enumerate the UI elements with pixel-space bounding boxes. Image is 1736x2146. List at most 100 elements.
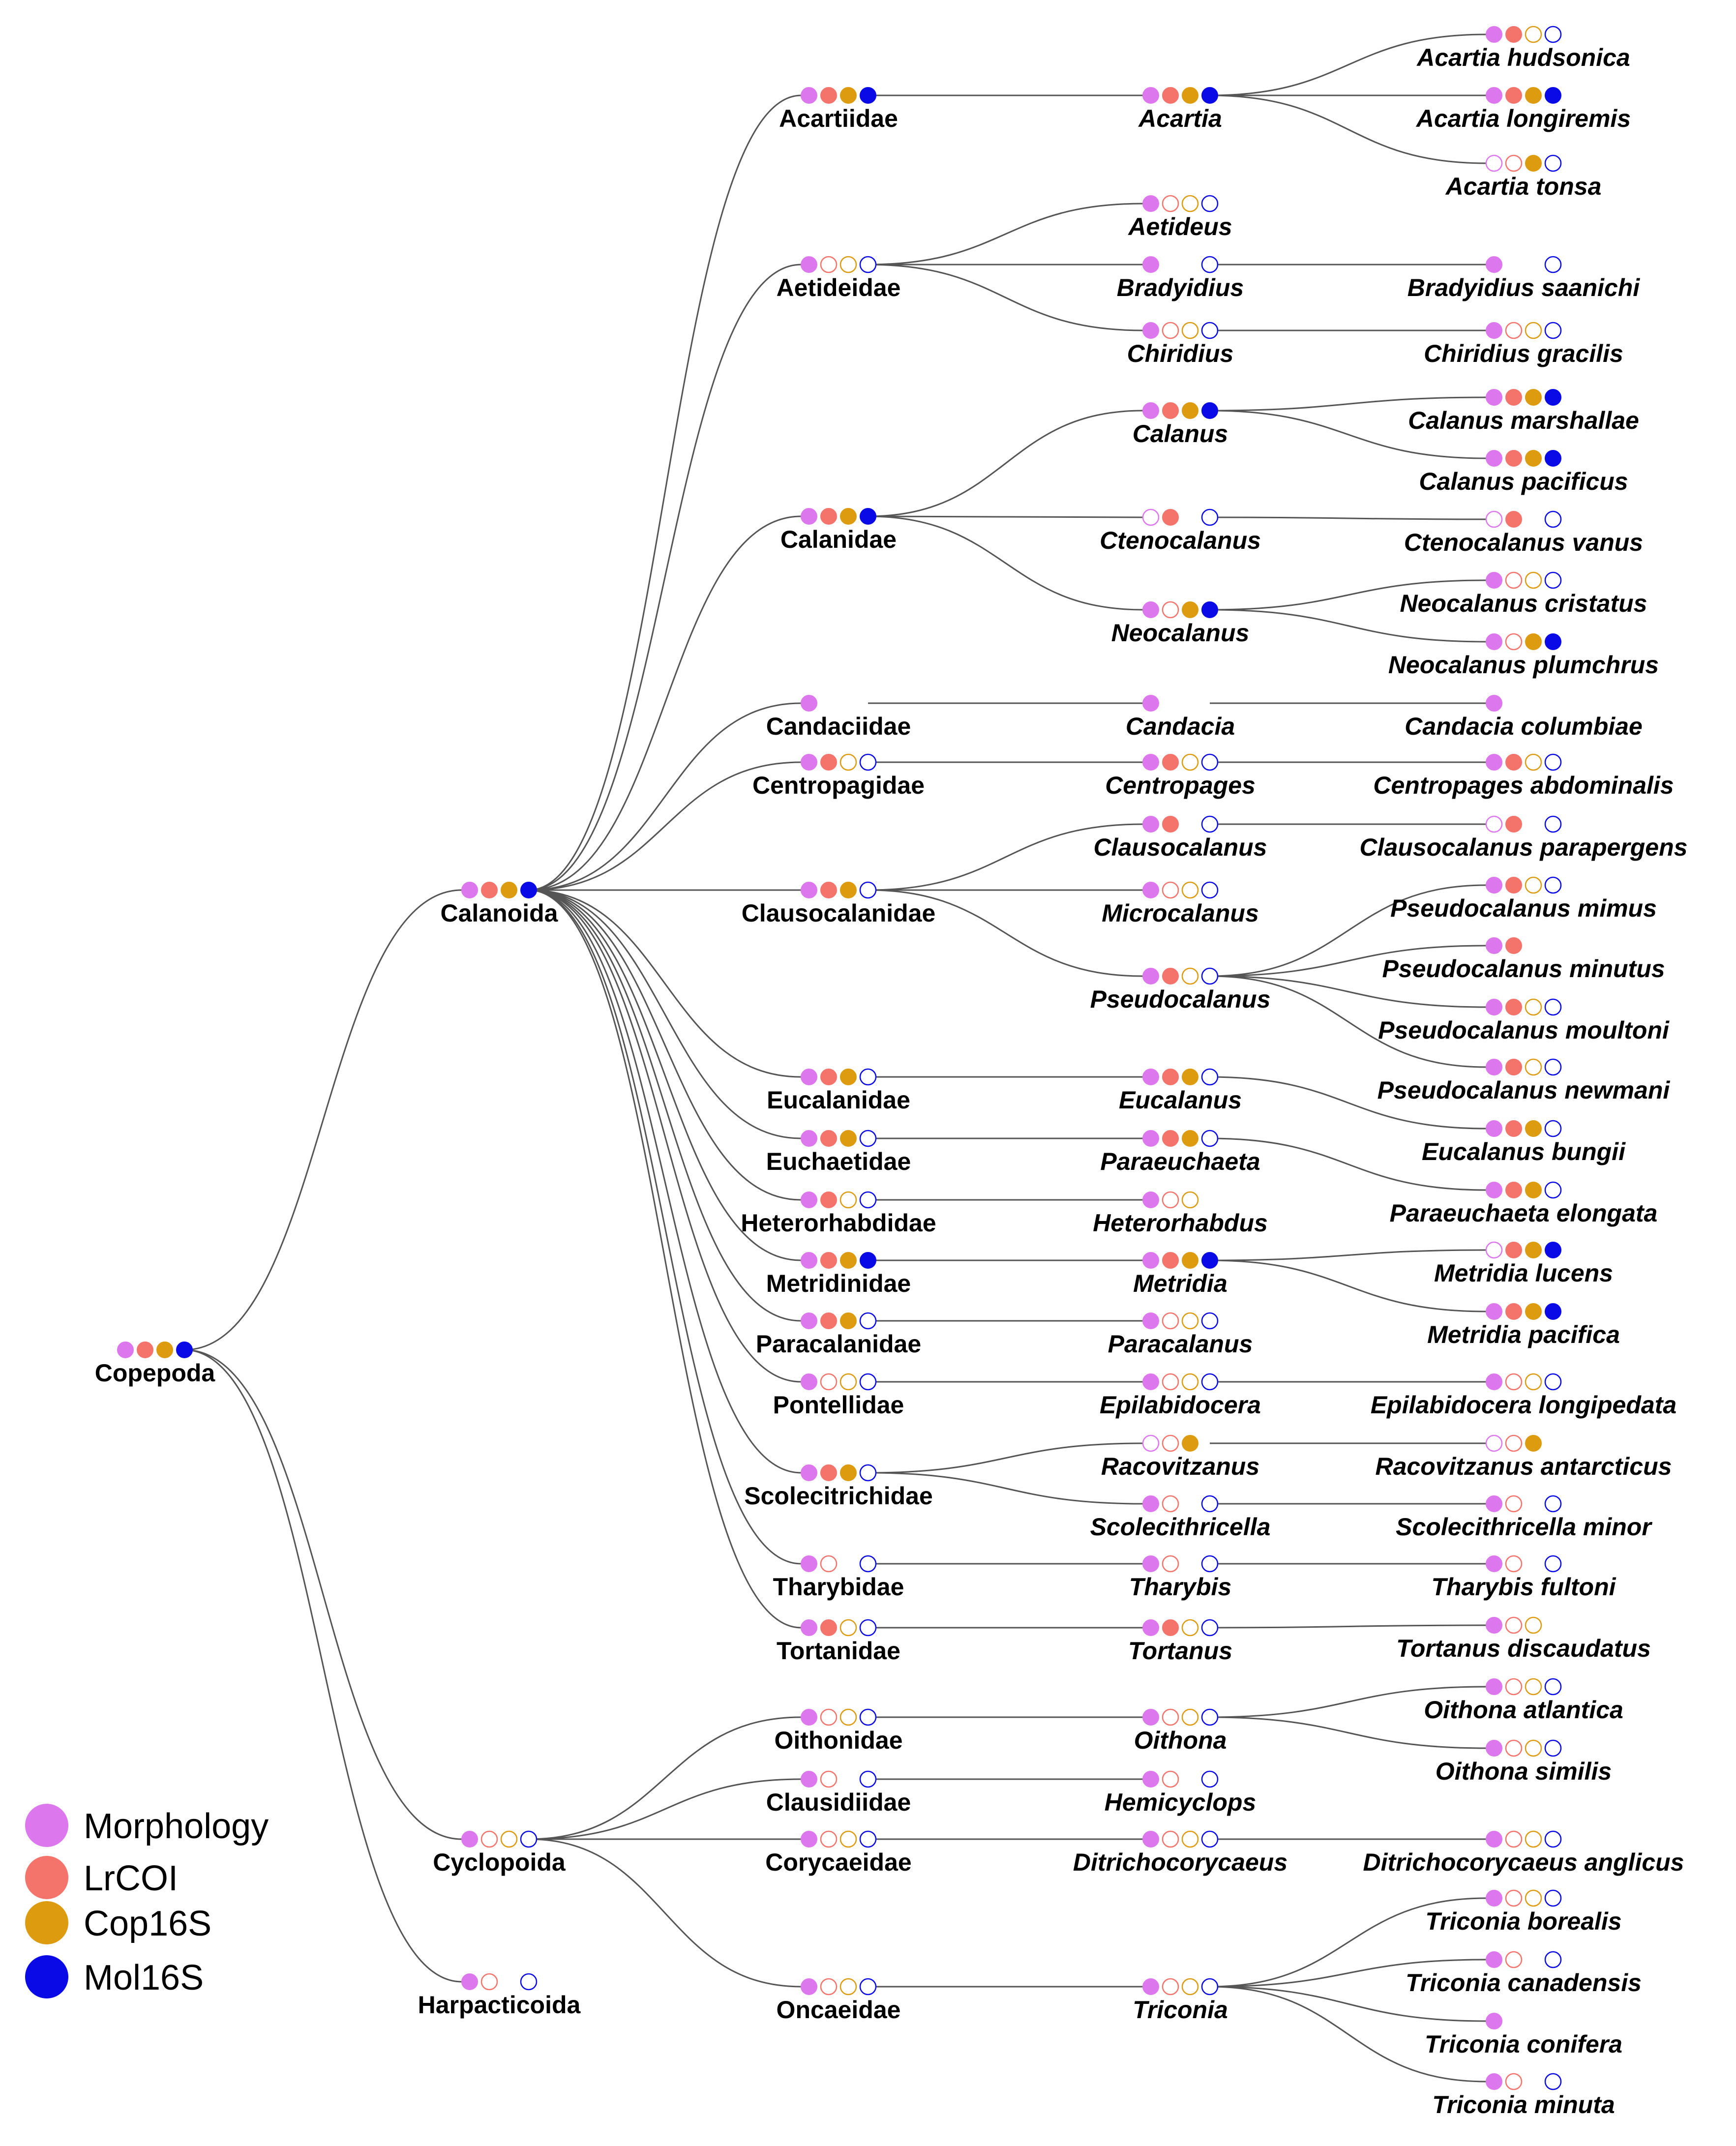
g-racovitzanus-cop16s-dot: [1182, 1435, 1198, 1452]
eucalanidae-lrcoi-dot: [820, 1069, 837, 1085]
node-calanidae: Calanidae: [780, 508, 897, 553]
label-g-chiridius: Chiridius: [1127, 340, 1234, 367]
oithonidae-morphology-dot: [801, 1709, 817, 1726]
paracalanidae-cop16s-dot: [840, 1312, 857, 1329]
s-scolecithricella-minor-mol16s-dot: [1544, 1495, 1562, 1513]
s-pseudocalanus-mimus-lrcoi-dot: [1505, 877, 1522, 894]
link-calanoida-to-paracalanidae: [528, 889, 802, 1322]
s-metridia-pacifica-mol16s-dot: [1545, 1303, 1561, 1320]
aetideidae-lrcoi-dot: [820, 256, 838, 273]
calanidae-cop16s-dot: [840, 508, 857, 525]
s-clausocalanus-parapergens-mol16s-dot: [1544, 815, 1562, 833]
harpacticoida-mol16s-dot: [520, 1973, 538, 1991]
oncaeidae-lrcoi-dot: [820, 1978, 838, 1996]
pontellidae-lrcoi-dot: [820, 1373, 838, 1391]
oithonidae-lrcoi-dot: [820, 1708, 838, 1726]
centropagidae-mol16s-dot: [859, 753, 877, 771]
g-tortanus-morphology-dot: [1142, 1619, 1159, 1636]
s-metridia-pacifica-lrcoi-dot: [1505, 1303, 1522, 1320]
s-epilabidocera-longipedata-lrcoi-dot: [1505, 1373, 1523, 1391]
s-pseudocalanus-moultoni-morphology-dot: [1486, 999, 1502, 1015]
link-cyclopoida-to-oithonidae: [528, 1716, 802, 1840]
link-calanoida-to-aetideidae: [528, 264, 802, 891]
node-g-triconia: Triconia: [1133, 1978, 1228, 2024]
link-g-tortanus-to-s-tortanus-discaudatus: [1209, 1624, 1487, 1629]
node-s-candacia-columbiae: Candacia columbiae: [1405, 695, 1643, 740]
s-acartia-hudsonica-mol16s-dot: [1544, 26, 1562, 43]
legend-item-cop16s: Cop16S: [25, 1901, 211, 1944]
g-triconia-lrcoi-dot: [1162, 1978, 1179, 1996]
harpacticoida-morphology-dot: [461, 1973, 478, 1990]
g-pseudocalanus-morphology-dot: [1142, 968, 1159, 984]
g-ctenocalanus-lrcoi-dot: [1162, 509, 1179, 526]
cyclopoida-lrcoi-dot: [480, 1830, 498, 1848]
centropagidae-lrcoi-dot: [820, 754, 837, 771]
aetideidae-morphology-dot: [801, 256, 817, 273]
link-g-neocalanus-to-s-neocalanus-cristatus: [1209, 579, 1487, 611]
link-calanidae-to-g-calanus: [868, 410, 1143, 517]
label-g-scolecithricella: Scolecithricella: [1090, 1513, 1271, 1541]
tortanidae-lrcoi-dot: [820, 1619, 837, 1636]
oncaeidae-mol16s-dot: [859, 1978, 877, 1996]
eucalanidae-morphology-dot: [801, 1069, 817, 1085]
s-calanus-marshallae-lrcoi-dot: [1505, 389, 1522, 406]
s-triconia-borealis-lrcoi-dot: [1505, 1889, 1523, 1907]
s-ctenocalanus-vanus-lrcoi-dot: [1505, 511, 1522, 528]
label-s-eucalanus-bungii: Eucalanus bungii: [1422, 1138, 1626, 1165]
g-centropages-lrcoi-dot: [1162, 754, 1179, 771]
corycaeidae-mol16s-dot: [859, 1830, 877, 1848]
g-chiridius-mol16s-dot: [1201, 322, 1219, 339]
s-ditrichocorycaeus-anglicus-cop16s-dot: [1525, 1830, 1542, 1848]
node-oncaeidae: Oncaeidae: [777, 1978, 900, 2024]
g-paracalanus-mol16s-dot: [1201, 1312, 1219, 1330]
s-eucalanus-bungii-mol16s-dot: [1544, 1120, 1562, 1137]
g-paraeuchaeta-lrcoi-dot: [1162, 1130, 1179, 1147]
link-aetideidae-to-g-chiridius: [868, 264, 1143, 331]
calanidae-lrcoi-dot: [820, 508, 837, 525]
node-s-neocalanus-plumchrus: Neocalanus plumchrus: [1388, 633, 1659, 679]
link-g-pseudocalanus-to-s-pseudocalanus-mimus: [1209, 884, 1487, 977]
node-s-calanus-marshallae: Calanus marshallae: [1408, 389, 1639, 434]
label-s-neocalanus-cristatus: Neocalanus cristatus: [1400, 590, 1647, 617]
s-bradyidius-saanichi-mol16s-dot: [1544, 256, 1562, 273]
label-pontellidae: Pontellidae: [773, 1391, 904, 1419]
euchaetidae-morphology-dot: [801, 1130, 817, 1147]
node-s-scolecithricella-minor: Scolecithricella minor: [1396, 1495, 1652, 1541]
clausidiidae-lrcoi-dot: [820, 1770, 838, 1788]
s-pseudocalanus-mimus-morphology-dot: [1486, 877, 1502, 894]
g-metridia-mol16s-dot: [1201, 1252, 1218, 1269]
label-g-triconia: Triconia: [1133, 1996, 1228, 2024]
s-chiridius-gracilis-lrcoi-dot: [1505, 322, 1523, 339]
s-ctenocalanus-vanus-morphology-dot: [1485, 510, 1503, 528]
link-g-triconia-to-s-triconia-conifera: [1209, 1986, 1487, 2022]
legend-label-lrcoi: LrCOI: [84, 1859, 178, 1898]
link-calanoida-to-heterorhabdidae: [528, 889, 802, 1201]
node-s-tortanus-discaudatus: Tortanus discaudatus: [1396, 1616, 1651, 1662]
node-s-pseudocalanus-mimus: Pseudocalanus mimus: [1390, 876, 1657, 922]
g-aetideus-morphology-dot: [1142, 195, 1159, 212]
label-s-triconia-canadensis: Triconia canadensis: [1406, 1969, 1642, 1997]
node-eucalanidae: Eucalanidae: [767, 1068, 910, 1114]
s-triconia-conifera-morphology-dot: [1486, 2013, 1502, 2029]
node-g-bradyidius: Bradyidius: [1117, 256, 1244, 301]
s-eucalanus-bungii-lrcoi-dot: [1505, 1120, 1522, 1137]
link-g-triconia-to-s-triconia-canadensis: [1209, 1959, 1487, 1988]
g-calanus-lrcoi-dot: [1162, 402, 1179, 419]
s-acartia-longiremis-cop16s-dot: [1525, 87, 1542, 104]
label-s-oithona-similis: Oithona similis: [1436, 1758, 1612, 1785]
s-ditrichocorycaeus-anglicus-mol16s-dot: [1544, 1830, 1562, 1848]
s-epilabidocera-longipedata-mol16s-dot: [1544, 1373, 1562, 1391]
label-g-paraeuchaeta: Paraeuchaeta: [1100, 1148, 1260, 1175]
calanoida-mol16s-dot: [520, 882, 537, 898]
s-paraeuchaeta-elongata-cop16s-dot: [1525, 1182, 1542, 1198]
node-g-acartia: Acartia: [1137, 87, 1222, 132]
label-s-neocalanus-plumchrus: Neocalanus plumchrus: [1388, 651, 1659, 679]
g-centropages-morphology-dot: [1142, 754, 1159, 771]
s-epilabidocera-longipedata-morphology-dot: [1486, 1373, 1502, 1390]
corycaeidae-lrcoi-dot: [820, 1830, 838, 1848]
scolecitrichidae-morphology-dot: [801, 1464, 817, 1481]
s-centropages-abdominalis-morphology-dot: [1486, 754, 1502, 771]
link-g-paraeuchaeta-to-s-paraeuchaeta-elongata: [1209, 1137, 1487, 1191]
scolecitrichidae-cop16s-dot: [840, 1464, 857, 1481]
